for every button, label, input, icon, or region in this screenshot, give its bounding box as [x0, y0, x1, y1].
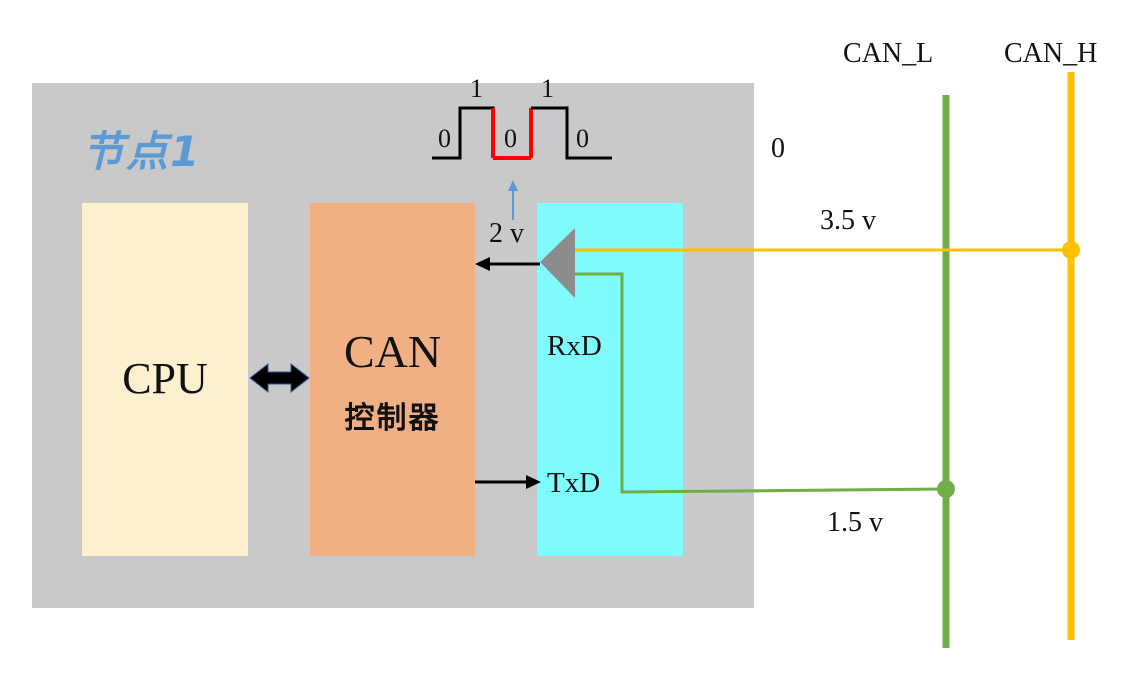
wave-bit-2: 1 — [470, 74, 483, 103]
bus-state-label: 0 — [771, 133, 785, 164]
rxd-arrow-head — [475, 257, 490, 271]
level-indicator-arrow-head — [508, 180, 518, 191]
can-controller-block — [310, 203, 475, 556]
voltage-high-label: 3.5 v — [820, 205, 876, 236]
comparator-triangle — [540, 228, 575, 298]
cpu-can-double-arrow — [249, 362, 310, 394]
cpu-block — [82, 203, 248, 556]
can-controller-title: CAN — [343, 326, 442, 377]
wave-bit-3: 0 — [504, 124, 517, 153]
txd-arrow-head — [526, 475, 541, 489]
can-controller-subtitle: 控制器 — [344, 401, 441, 436]
txd-label: TxD — [547, 467, 601, 499]
rxd-label: RxD — [547, 330, 602, 362]
can-h-label: CAN_H — [1004, 38, 1098, 69]
wave-bit-1: 0 — [438, 124, 451, 153]
can-l-junction — [937, 480, 955, 498]
can-l-connection — [575, 272, 947, 494]
node-title: 节点1 — [82, 127, 202, 176]
can-h-junction — [1062, 241, 1080, 259]
wave-bit-4: 1 — [541, 74, 554, 103]
voltage-diff-label: 2 v — [489, 218, 524, 249]
can-l-label: CAN_L — [843, 38, 934, 69]
wave-bit-5: 0 — [576, 124, 589, 153]
voltage-low-label: 1.5 v — [827, 507, 883, 538]
cpu-label: CPU — [122, 354, 208, 403]
waveform-right — [531, 106, 612, 160]
